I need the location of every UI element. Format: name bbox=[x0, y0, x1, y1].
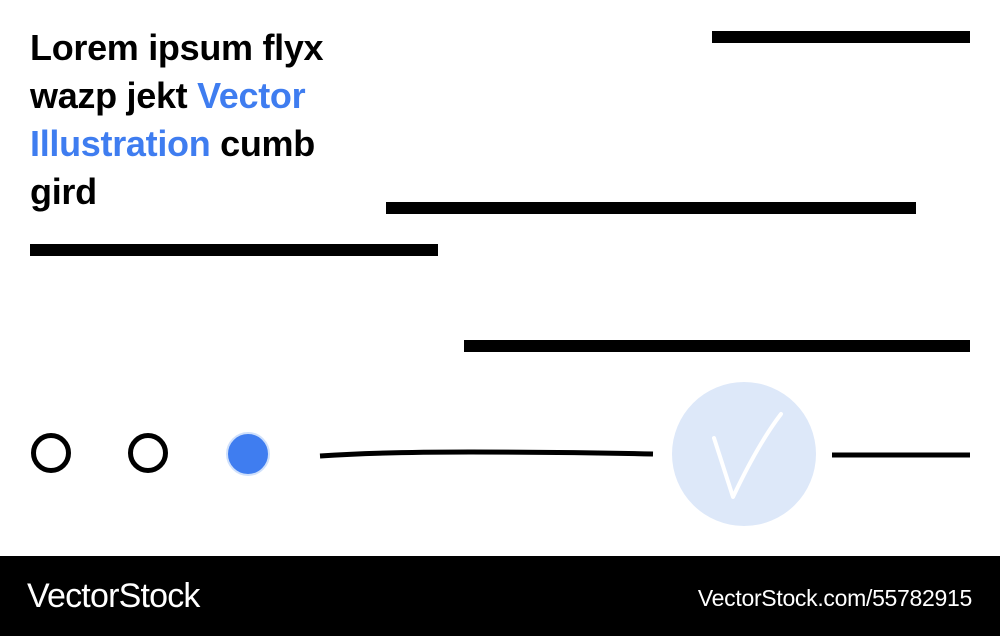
headline: Lorem ipsum flyx wazp jekt Vector Illust… bbox=[30, 24, 370, 216]
checkmark-connector-graphic bbox=[319, 382, 970, 526]
placeholder-line-top-right bbox=[712, 31, 970, 43]
placeholder-line-left bbox=[30, 244, 438, 256]
illustration-canvas: Lorem ipsum flyx wazp jekt Vector Illust… bbox=[30, 24, 970, 526]
headline-accent-text: Vector Illustration bbox=[30, 75, 306, 164]
placeholder-line-lower-right bbox=[464, 340, 970, 352]
progress-dot-2 bbox=[128, 433, 168, 473]
progress-dot-3-active bbox=[226, 432, 270, 476]
stock-id-link[interactable]: VectorStock.com/55782915 bbox=[697, 585, 972, 611]
footer-bar: VectorStock VectorStock.com/55782915 bbox=[0, 556, 1000, 636]
connector-line-left bbox=[319, 449, 654, 459]
headline-text-end: cumb gird bbox=[30, 123, 315, 212]
brand-logo[interactable]: VectorStock bbox=[27, 577, 200, 615]
progress-dot-1 bbox=[31, 433, 71, 473]
headline-text-start: Lorem ipsum flyx wazp jekt bbox=[30, 27, 324, 116]
placeholder-line-middle bbox=[386, 202, 916, 214]
check-badge bbox=[672, 382, 816, 526]
checkmark-icon bbox=[712, 412, 783, 499]
